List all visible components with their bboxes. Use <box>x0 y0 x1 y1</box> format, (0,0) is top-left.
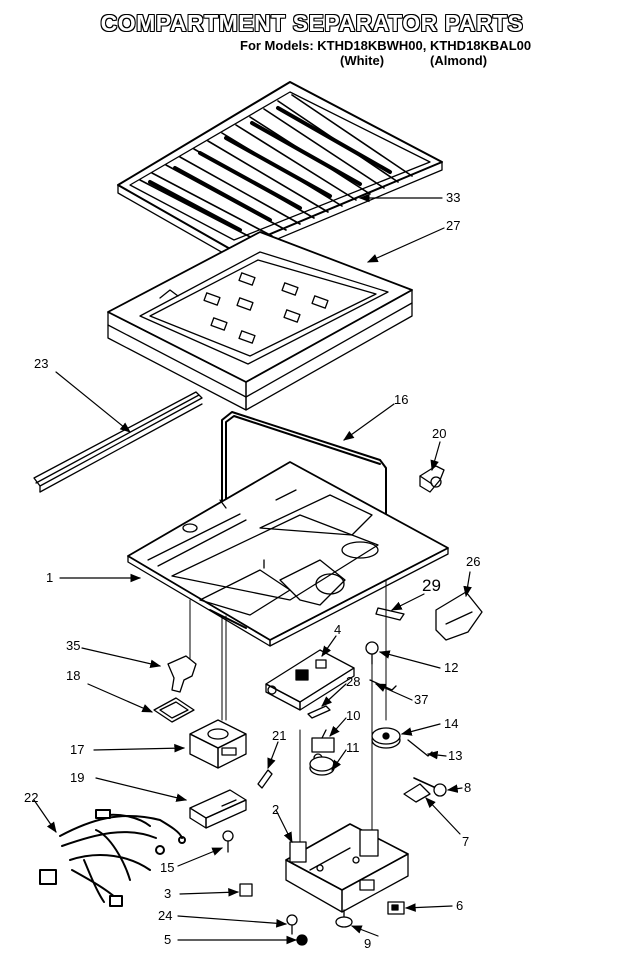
part-6-switch <box>388 902 404 914</box>
callout-5: 5 <box>164 932 172 947</box>
callout-37: 37 <box>414 692 429 707</box>
part-9-fastener <box>336 910 352 927</box>
part-17-housing <box>190 720 246 768</box>
callout-22: 22 <box>24 790 39 805</box>
part-14-fan <box>372 728 400 748</box>
part-11-knob <box>310 757 334 775</box>
part-10-thermostat <box>312 730 334 762</box>
part-18-bezel <box>154 698 194 722</box>
callout-18: 18 <box>66 668 81 683</box>
callout-17: 17 <box>70 742 85 757</box>
part-2-base-housing <box>286 824 408 912</box>
page-title: COMPARTMENT SEPARATOR PARTS <box>100 10 524 36</box>
assembly-lines <box>190 580 386 860</box>
part-16-wire <box>222 412 386 580</box>
part-8-sensor <box>414 778 446 796</box>
part-26-cover <box>436 592 482 640</box>
callout-7: 7 <box>462 834 470 849</box>
part-24-screw <box>287 915 297 934</box>
callout-10: 10 <box>346 708 361 723</box>
part-12-screw <box>366 642 378 664</box>
callout-29: 29 <box>422 576 441 595</box>
callout-21: 21 <box>272 728 287 743</box>
part-22-wiring-harness <box>40 810 185 906</box>
part-15-screw <box>223 831 233 852</box>
callout-2: 2 <box>272 802 280 817</box>
color-white-label: (White) <box>340 53 385 68</box>
part-28-tube <box>308 706 330 718</box>
callout-23: 23 <box>34 356 49 371</box>
part-21-tube <box>258 770 272 788</box>
callout-3: 3 <box>164 886 172 901</box>
callout-19: 19 <box>70 770 85 785</box>
callout-11: 11 <box>346 740 360 755</box>
models-line: For Models: KTHD18KBWH00, KTHD18KBAL00 <box>240 38 532 53</box>
callout-1: 1 <box>46 570 54 585</box>
part-23-trim-strip <box>34 392 202 492</box>
callout-4: 4 <box>334 622 342 637</box>
callout-24: 24 <box>158 908 173 923</box>
color-almond-label: (Almond) <box>430 53 488 68</box>
callout-9: 9 <box>364 936 372 951</box>
part-33-shelf-grille <box>118 82 442 258</box>
callout-35: 35 <box>66 638 81 653</box>
part-29-bracket <box>376 608 404 620</box>
part-7-bracket <box>404 784 430 802</box>
part-37-clip <box>370 680 396 690</box>
part-4-control-board <box>266 650 354 710</box>
callout-27: 27 <box>446 218 461 233</box>
part-35-knob <box>168 656 196 692</box>
callout-14: 14 <box>444 716 459 731</box>
part-27-frame <box>108 232 412 410</box>
callout-15: 15 <box>160 860 175 875</box>
part-3-clip <box>240 884 252 896</box>
callout-6: 6 <box>456 898 464 913</box>
part-5-screw <box>297 935 307 945</box>
leader-arrows <box>34 193 472 945</box>
callout-20: 20 <box>432 426 447 441</box>
callout-16: 16 <box>394 392 409 407</box>
callout-13: 13 <box>448 748 463 763</box>
callout-26: 26 <box>466 554 481 569</box>
callout-12: 12 <box>444 660 459 675</box>
part-19-bracket <box>190 790 246 828</box>
part-1-separator <box>128 462 448 646</box>
callout-8: 8 <box>464 780 472 795</box>
callout-28: 28 <box>346 674 361 689</box>
callout-33: 33 <box>446 190 461 205</box>
